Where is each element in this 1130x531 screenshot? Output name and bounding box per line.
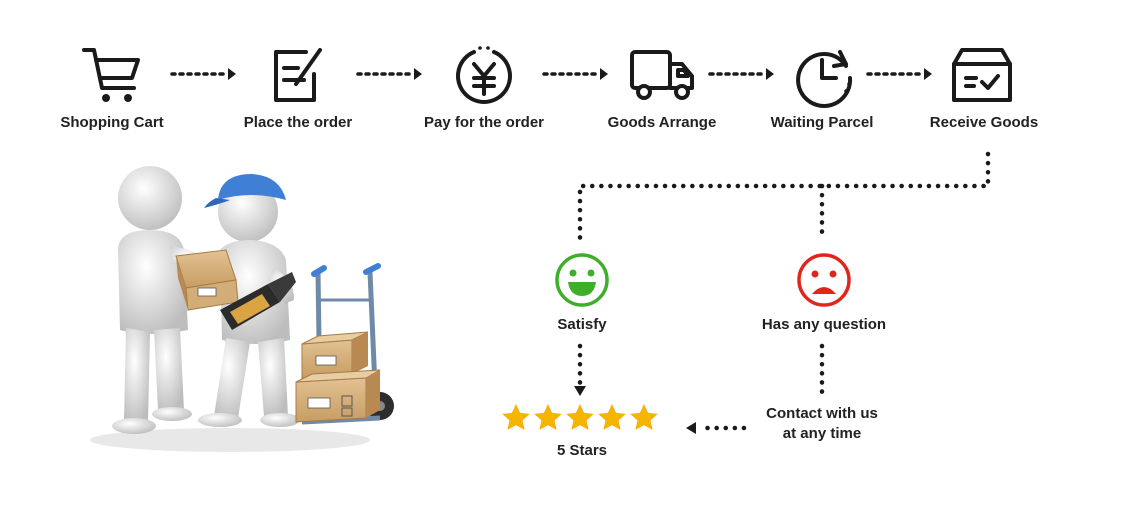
contact-line-2: at any time [782, 425, 862, 442]
order-form-icon [274, 48, 322, 102]
contact-text: Contact with us at any time [766, 404, 878, 444]
star-icon [598, 404, 626, 430]
handover-box [175, 249, 239, 311]
step-label-pay-order: Pay for the order [423, 114, 545, 131]
connector-to-satisfy [577, 151, 991, 241]
step-label-waiting-parcel: Waiting Parcel [770, 114, 874, 131]
step-label-place-order: Place the order [243, 114, 353, 131]
flow-arrow [708, 68, 774, 80]
star-icon [502, 404, 530, 430]
sad-face-icon [797, 253, 851, 307]
outcome-label-question: Has any question [761, 316, 887, 333]
courier-figure [198, 174, 300, 427]
clock-icon [796, 50, 853, 108]
star-icon [534, 404, 562, 430]
flow-arrow [356, 68, 422, 80]
parcel-box-icon [952, 48, 1012, 102]
step-label-shopping-cart: Shopping Cart [60, 114, 164, 131]
flow-arrow [170, 68, 236, 80]
scanner-device [220, 272, 296, 330]
star-icon [566, 404, 594, 430]
star-icon [630, 404, 658, 430]
delivery-truck-icon [630, 50, 694, 100]
arrowhead-down [574, 386, 586, 396]
step-label-goods-arrange: Goods Arrange [607, 114, 717, 131]
arrowhead-left [686, 422, 696, 434]
happy-face-icon [555, 253, 609, 307]
outcome-label-satisfy: Satisfy [557, 316, 607, 333]
courier-delivery-illustration [90, 166, 394, 452]
flow-arrow [866, 68, 932, 80]
yuan-coin-icon [456, 46, 512, 104]
ground-shadow [90, 428, 370, 452]
five-star-rating [500, 402, 660, 436]
contact-line-1: Contact with us [766, 405, 878, 422]
rating-label: 5 Stars [556, 442, 608, 459]
courier-cap [218, 174, 286, 200]
stacked-boxes [295, 331, 381, 423]
flow-arrow [542, 68, 608, 80]
step-label-receive-goods: Receive Goods [929, 114, 1039, 131]
shopping-cart-icon [82, 48, 140, 102]
